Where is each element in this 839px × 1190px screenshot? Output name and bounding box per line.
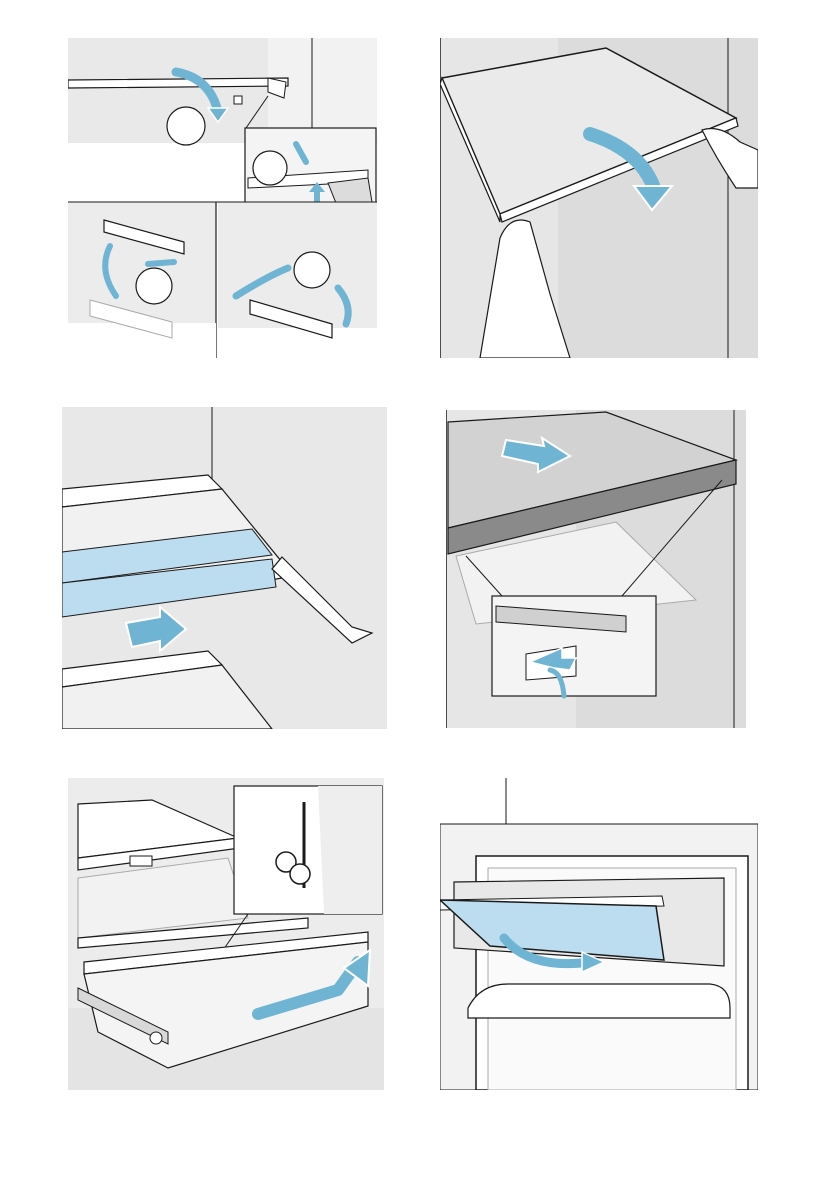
figure-drawer-removal	[68, 778, 384, 1090]
shelf-trim-illustration	[446, 410, 746, 728]
shelf-support-illustration	[68, 38, 377, 358]
shelf-insertion-illustration	[62, 407, 387, 729]
step-circle-icon	[167, 107, 205, 145]
figure-shelf-trim-removal	[446, 410, 746, 728]
figure-door-flap-removal	[440, 778, 758, 1090]
figure-shelf-support-removal	[68, 38, 377, 358]
door-flap-illustration	[440, 778, 758, 1090]
door-shelf	[468, 984, 730, 1018]
drawer-illustration	[68, 778, 384, 1090]
figure-glass-shelf-removal	[440, 38, 758, 358]
glass-shelf-illustration	[440, 38, 758, 358]
figure-shelf-insertion	[62, 407, 387, 729]
shelf-edge	[68, 78, 288, 88]
